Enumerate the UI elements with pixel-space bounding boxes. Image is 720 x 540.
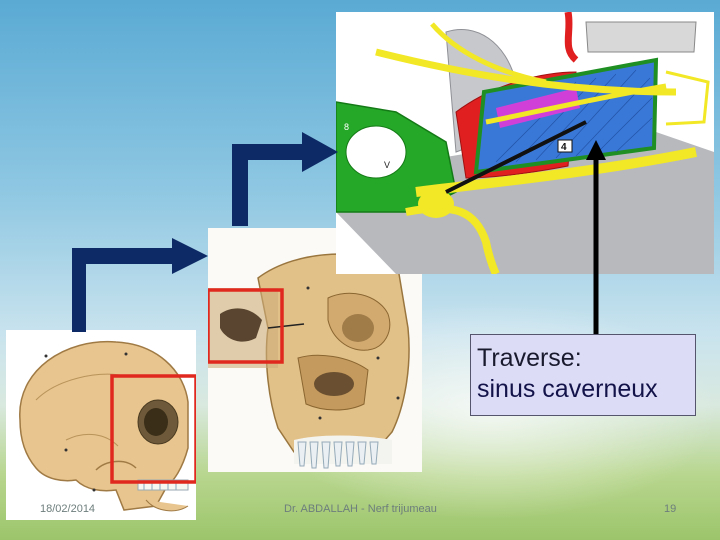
- cavernous-sinus-figure: 8 V 4: [336, 12, 714, 274]
- flow-arrow-lower: [72, 238, 208, 332]
- footer-author: Dr. ABDALLAH - Nerf trijumeau: [284, 503, 437, 515]
- label-four: 4: [561, 142, 567, 153]
- skull-lateral-figure: [6, 330, 196, 520]
- label-eight: 8: [344, 122, 349, 132]
- label-v: V: [384, 160, 390, 170]
- callout-pointer-arrow: [586, 140, 606, 336]
- callout-box: Traverse: sinus caverneux: [470, 334, 696, 416]
- flow-arrow-upper: [232, 132, 338, 226]
- footer-date: 18/02/2014: [40, 503, 96, 515]
- page-number: 19: [664, 503, 677, 515]
- callout-line1: Traverse:: [477, 344, 582, 372]
- callout-line2: sinus caverneux: [477, 375, 658, 403]
